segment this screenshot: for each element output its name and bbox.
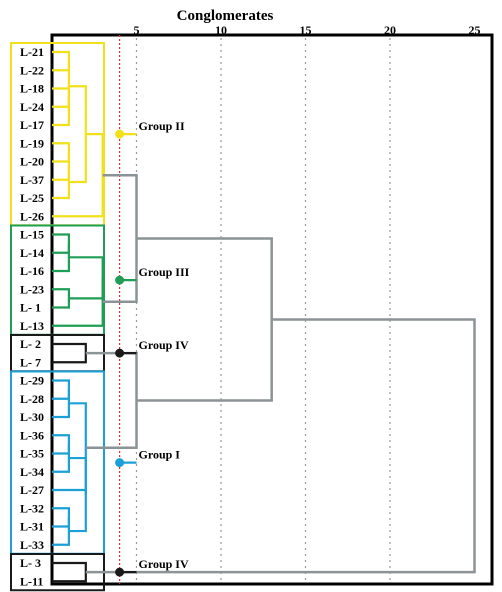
leaf-label: L-37	[20, 173, 44, 187]
leaf-label: L-17	[20, 118, 44, 132]
merge-branch	[52, 288, 70, 309]
leaf-label: L-18	[20, 82, 44, 96]
merge-branch	[52, 517, 70, 546]
leaf-label: L-33	[20, 538, 44, 552]
group-dot	[115, 567, 125, 577]
x-tick-label-5: 5	[134, 23, 140, 37]
leaf-label: L-28	[20, 392, 44, 406]
leaf-label: L-25	[20, 191, 44, 205]
merge-branch	[52, 152, 70, 181]
group-dot	[115, 275, 125, 285]
group-dot	[115, 129, 125, 139]
leaf-label: L-20	[20, 155, 44, 169]
leaf-label: L- 2	[20, 337, 41, 351]
merge-branch	[52, 444, 70, 473]
leaf-label: L-32	[20, 501, 44, 515]
merge-branch	[85, 318, 476, 574]
merge-branch	[52, 389, 70, 419]
group-label: Group I	[139, 448, 181, 462]
merge-branch	[52, 87, 70, 108]
leaf-label: L-26	[20, 209, 44, 223]
leaf-label: L-31	[20, 520, 44, 534]
merge-branch	[52, 233, 70, 254]
leaf-label: L-19	[20, 136, 44, 150]
leaf-label: L- 7	[20, 355, 41, 369]
leaf-label: L-16	[20, 264, 44, 278]
group-label: Group III	[139, 265, 190, 279]
merge-branch	[52, 434, 70, 455]
merge-branch	[52, 50, 70, 72]
group-label: Group II	[139, 119, 185, 133]
leaf-label: L- 3	[20, 556, 41, 570]
merge-branch	[68, 456, 87, 533]
merge-branch	[52, 488, 87, 495]
group-label: Group IV	[139, 338, 189, 352]
leaf-label: L-11	[20, 574, 43, 588]
merge-branch	[68, 402, 87, 493]
leaf-label: L-22	[20, 63, 44, 77]
merge-branch	[52, 277, 104, 327]
merge-branch	[52, 507, 70, 528]
group-label: Group IV	[139, 557, 189, 571]
chart-title: Conglomerates	[177, 8, 274, 24]
leaf-label: L-30	[20, 410, 44, 424]
leaf-label: L-35	[20, 447, 44, 461]
merge-branch	[136, 237, 273, 402]
leaf-label: L-14	[20, 246, 44, 260]
merge-branch	[52, 561, 87, 583]
leaf-label: L- 1	[20, 301, 41, 315]
merge-branch	[52, 142, 70, 163]
merge-branch	[52, 97, 70, 127]
leaf-label: L-24	[20, 100, 44, 114]
plot-frame	[50, 33, 494, 586]
merge-branch	[52, 243, 70, 273]
merge-branch	[52, 342, 87, 364]
merge-branch	[52, 379, 70, 400]
merge-branch	[68, 256, 104, 300]
group-dot	[115, 348, 125, 358]
merge-branch	[52, 166, 70, 200]
leaf-label: L-27	[20, 483, 44, 497]
leaf-label: L-29	[20, 374, 44, 388]
merge-branch	[85, 351, 138, 450]
leaf-label: L-36	[20, 428, 44, 442]
leaf-label: L-34	[20, 465, 44, 479]
merge-branch	[52, 133, 104, 218]
merge-branch	[68, 85, 87, 184]
leaf-label: L-15	[20, 228, 44, 242]
leaf-label: L-13	[20, 319, 44, 333]
leaf-label: L-21	[20, 45, 44, 59]
leaf-label: L-23	[20, 282, 44, 296]
group-dot	[115, 458, 125, 468]
